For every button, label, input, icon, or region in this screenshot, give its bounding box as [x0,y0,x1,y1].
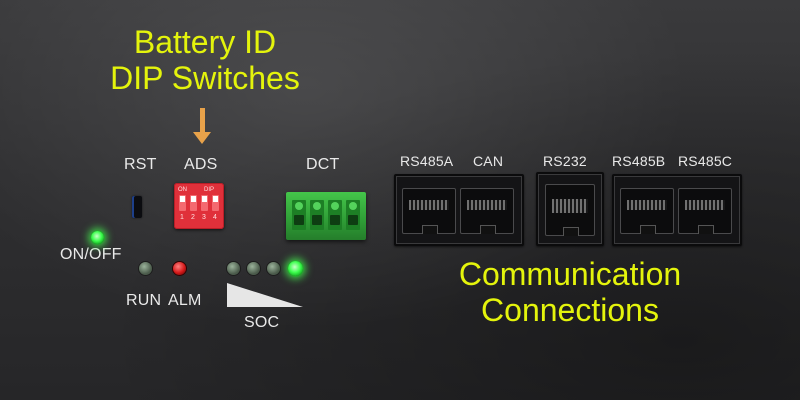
soc-led-2 [247,262,260,275]
dip-toggle-1[interactable] [179,195,186,211]
run-label: RUN [126,292,162,309]
rs232-label: RS232 [543,153,587,169]
soc-led-3 [267,262,280,275]
dip-on-label: ON [178,187,187,193]
on-off-label: ON/OFF [60,246,122,263]
run-led [139,262,152,275]
on-off-led [91,231,104,244]
rs485a-port[interactable] [402,188,456,234]
soc-wedge-icon [227,283,303,307]
rs485a-can-port-frame [394,174,524,246]
soc-led-1 [227,262,240,275]
ads-label: ADS [184,156,218,173]
dip-number-1: 1 [180,214,184,221]
dip-brand-label: DIP [204,187,215,193]
soc-label: SOC [244,314,280,331]
alm-label: ALM [168,292,202,309]
rs232-port[interactable] [545,184,595,236]
rs485a-label: RS485A [400,153,454,169]
communication-callout: Communication Connections [420,256,720,328]
dip-number-3: 3 [202,214,206,221]
battery-id-callout-line2: DIP Switches [110,60,300,96]
soc-led-4 [288,261,303,276]
can-label: CAN [473,153,504,169]
rs485b-rs485c-port-frame [612,174,742,246]
can-port[interactable] [460,188,514,234]
dip-number-2: 2 [191,214,195,221]
communication-callout-line2: Connections [481,292,659,328]
dct-label: DCT [306,156,340,173]
dip-number-4: 4 [213,214,217,221]
pointer-arrow-icon [193,132,211,144]
rs485b-label: RS485B [612,153,666,169]
pointer-arrow-shaft [200,108,205,134]
dct-terminal-block[interactable] [286,192,366,240]
alm-led [173,262,186,275]
communication-callout-line1: Communication [458,256,682,292]
rs485b-port[interactable] [620,188,674,234]
battery-id-callout: Battery ID DIP Switches [90,24,320,96]
rs485c-label: RS485C [678,153,733,169]
dip-toggle-4[interactable] [212,195,219,211]
rs232-port-frame [536,172,604,246]
battery-id-callout-line1: Battery ID [133,24,277,60]
dip-toggle-2[interactable] [190,195,197,211]
battery-id-dip-switch[interactable]: ON DIP 1 2 3 4 [174,183,224,229]
dip-toggle-3[interactable] [201,195,208,211]
rs485c-port[interactable] [678,188,732,234]
reset-button[interactable] [132,196,142,218]
rst-label: RST [124,156,157,173]
